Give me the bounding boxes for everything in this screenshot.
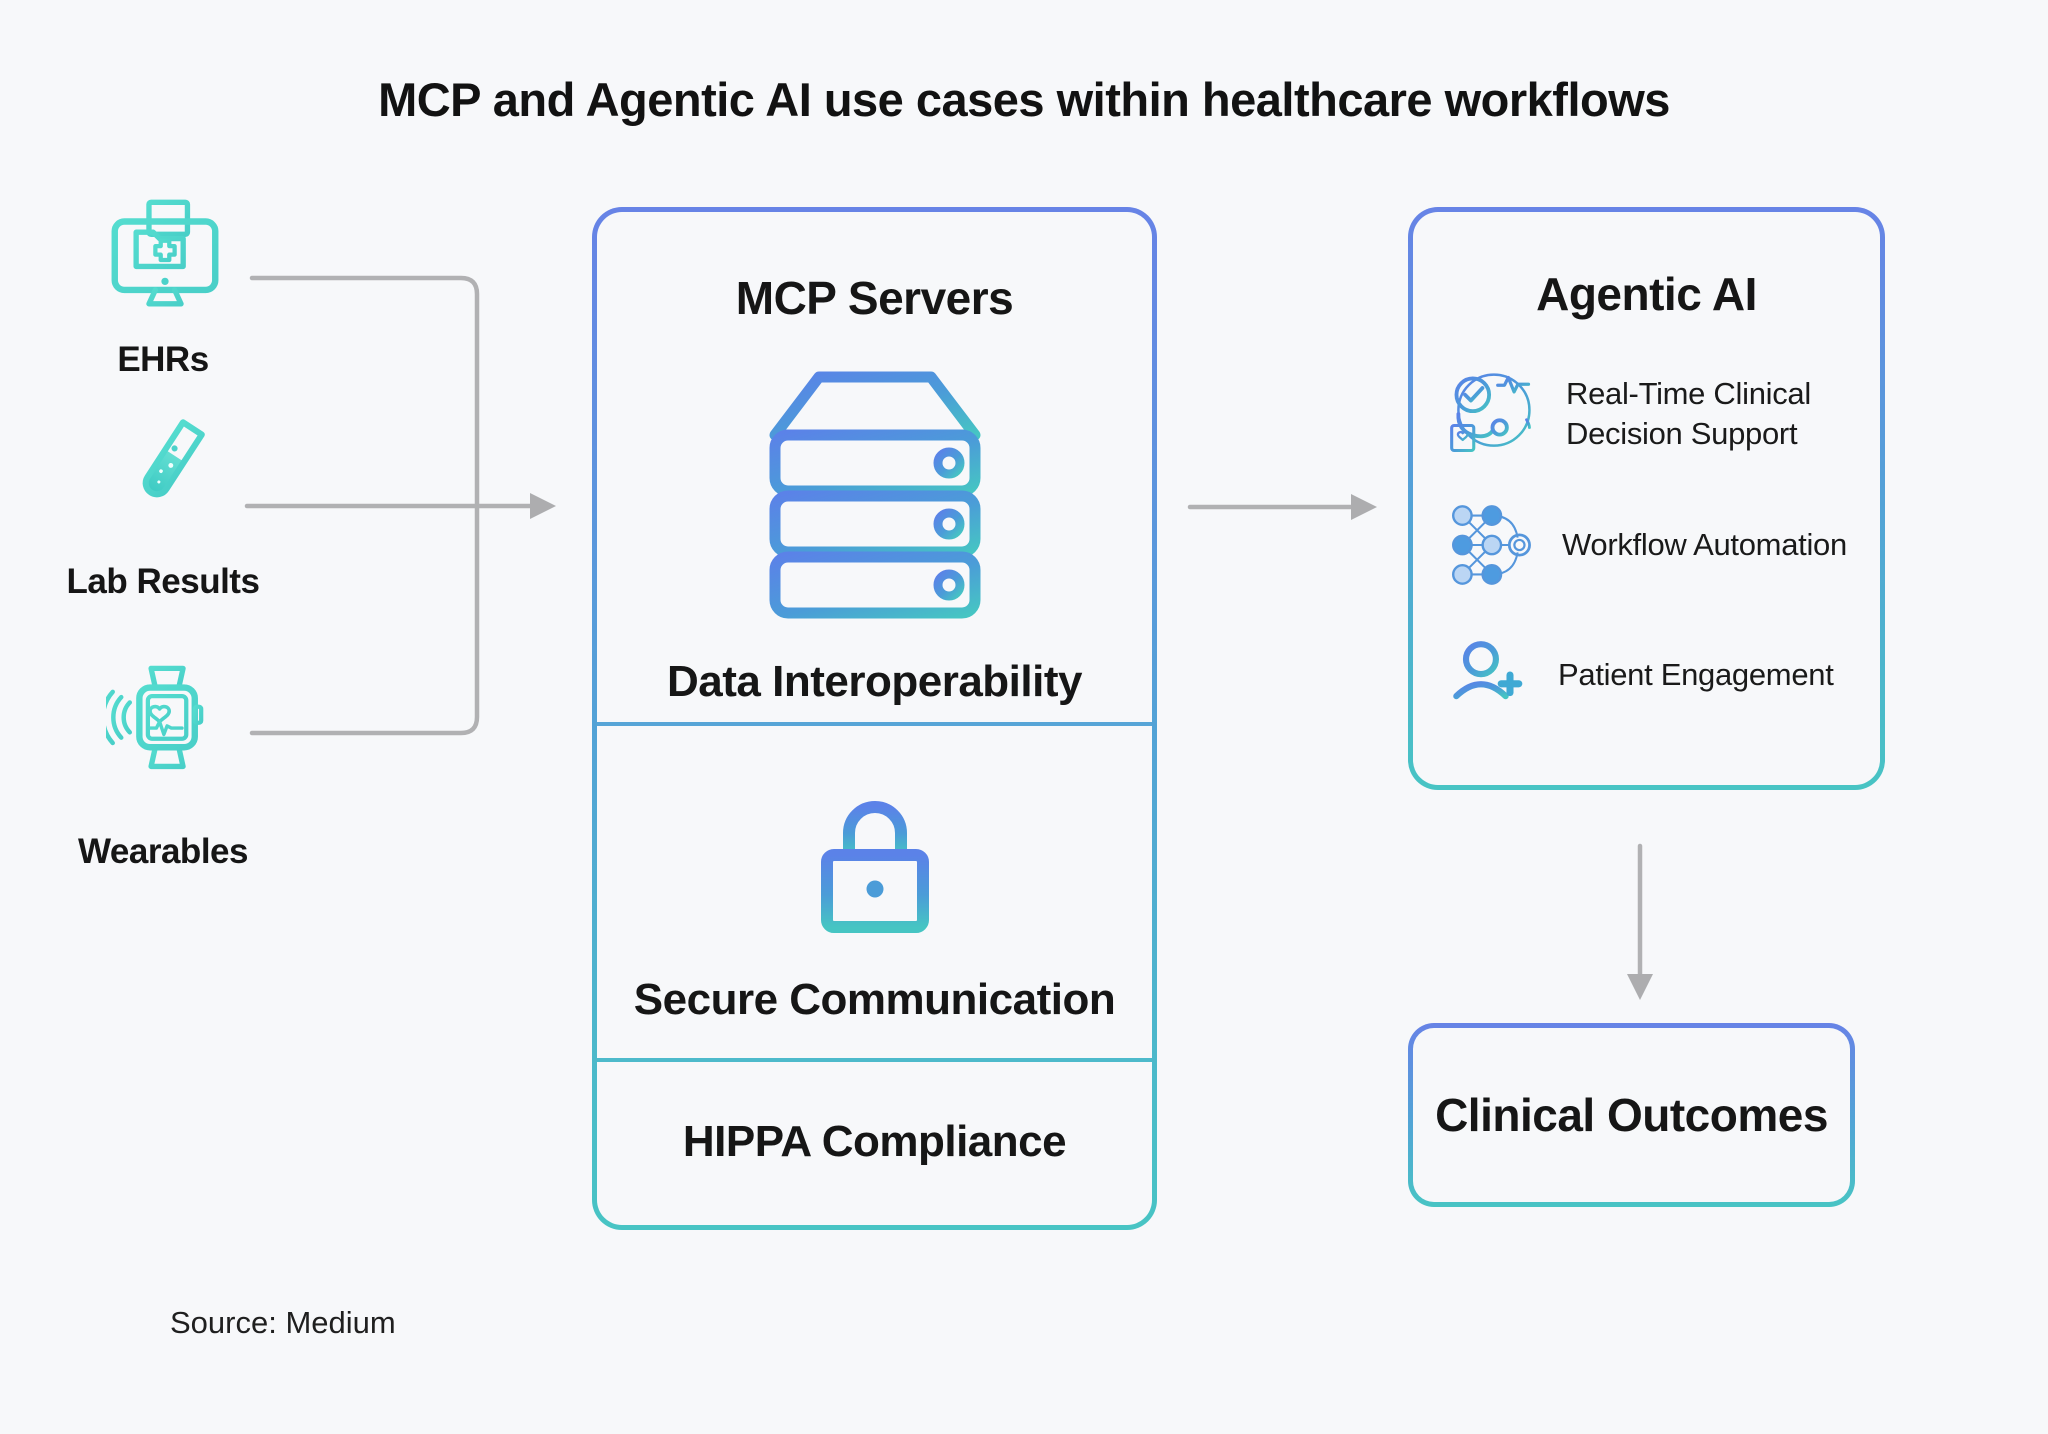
connector-inputs-to-mcp: [244, 275, 556, 736]
section-label-hippa-compliance: HIPPA Compliance: [682, 1117, 1067, 1166]
agentic-item-label: Real-Time Clinical Decision Support: [1566, 376, 1811, 451]
clinical-outcomes-title: Clinical Outcomes: [1435, 1089, 1828, 1141]
agentic-item-label: Workflow Automation: [1562, 527, 1847, 563]
input-label-lab-results: Lab Results: [66, 562, 260, 601]
server-stack-icon: [769, 371, 981, 619]
source-caption: Source: Medium: [170, 1305, 396, 1340]
smartwatch-icon: [106, 665, 204, 770]
arrow-agentic-to-outcomes: [1627, 843, 1653, 1000]
input-label-ehrs: EHRs: [117, 340, 209, 379]
ehr-monitor-icon: [111, 199, 219, 310]
agentic-item-row: Real-Time Clinical Decision Support: [1444, 355, 1838, 473]
agentic-item-label: Patient Engagement: [1558, 657, 1834, 693]
agentic-item-row: Workflow Automation: [1444, 495, 1882, 595]
mcp-servers-box: MCP Servers: [592, 207, 1157, 1230]
test-tube-icon: [142, 414, 212, 498]
agentic-item-row: Patient Engagement: [1444, 627, 1878, 723]
section-label-data-interoperability: Data Interoperability: [667, 657, 1082, 706]
neural-network-icon: [1452, 505, 1531, 585]
arrow-mcp-to-agentic: [1187, 494, 1377, 520]
agentic-ai-box: Agentic AI: [1408, 207, 1885, 790]
page-title: MCP and Agentic AI use cases within heal…: [378, 73, 1670, 126]
lock-icon: [821, 801, 929, 933]
input-label-wearables: Wearables: [78, 832, 248, 871]
arrowhead-right: [530, 493, 556, 519]
agentic-box-title: Agentic AI: [1536, 268, 1757, 320]
clinical-decision-icon: [1450, 373, 1533, 453]
section-label-secure-communication: Secure Communication: [633, 975, 1116, 1024]
mcp-box-title: MCP Servers: [735, 272, 1014, 324]
patient-engagement-icon: [1453, 641, 1523, 700]
clinical-outcomes-box: Clinical Outcomes: [1408, 1023, 1855, 1207]
section-divider: [597, 1058, 1152, 1062]
section-divider: [597, 722, 1152, 726]
